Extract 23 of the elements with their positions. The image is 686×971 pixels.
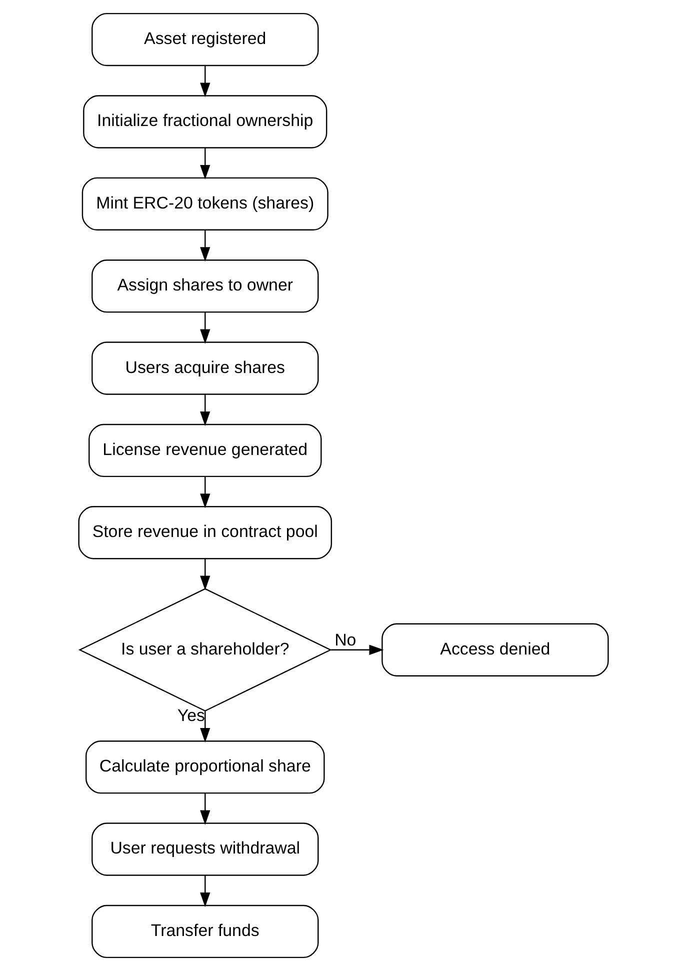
node-box: Access denied — [381, 623, 608, 676]
node-box: Assign shares to owner — [91, 260, 318, 313]
node-box: User requests withdrawal — [91, 822, 318, 876]
arrow — [200, 875, 210, 907]
node-box: License revenue generated — [88, 424, 322, 478]
edge-label: No — [334, 630, 356, 650]
arrow — [200, 66, 210, 98]
node-box: Transfer funds — [91, 904, 318, 958]
node-box: Users acquire shares — [91, 342, 318, 395]
arrow — [200, 711, 210, 743]
arrow — [200, 793, 210, 825]
arrow — [200, 148, 210, 180]
arrow — [200, 230, 210, 262]
arrow — [200, 394, 210, 426]
arrow — [200, 476, 210, 508]
node-box: Calculate proportional share — [84, 740, 324, 794]
arrow — [200, 558, 210, 590]
node-box: Store revenue in contract pool — [78, 506, 332, 560]
node-box: Initialize fractional ownership — [82, 95, 327, 148]
arrow — [330, 644, 384, 655]
node-box: Asset registered — [91, 12, 318, 66]
node-box: Mint ERC-20 tokens (shares) — [81, 177, 328, 230]
arrow — [200, 312, 210, 344]
